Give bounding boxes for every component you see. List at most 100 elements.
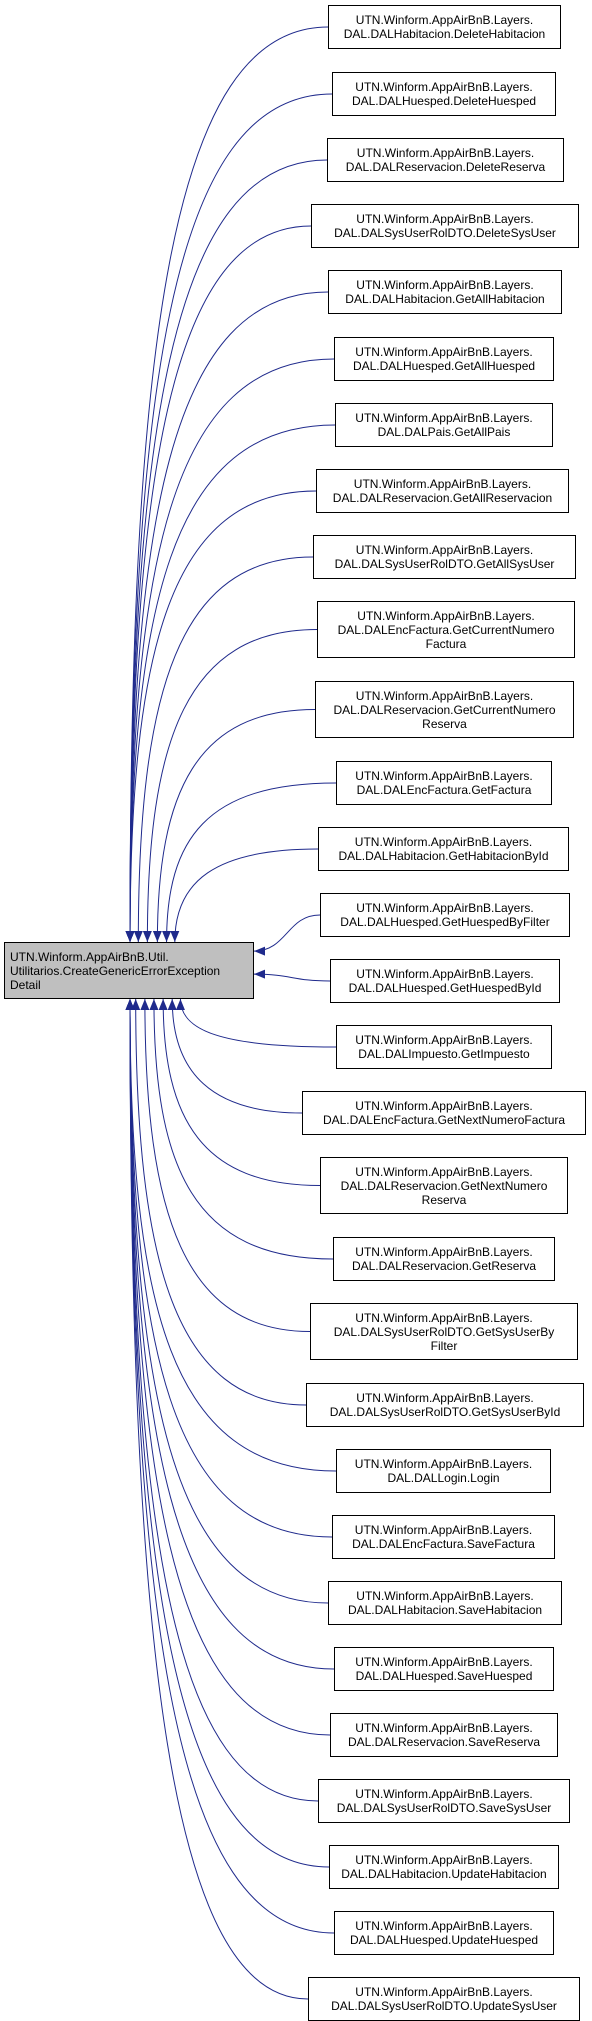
arrowhead-icon (140, 999, 150, 1010)
caller-node-line: DAL.DALHabitacion.UpdateHabitacion (341, 1867, 547, 1881)
arrowhead-icon (125, 999, 135, 1010)
caller-node[interactable]: UTN.Winform.AppAirBnB.Layers.DAL.DALHues… (320, 893, 570, 937)
caller-node[interactable]: UTN.Winform.AppAirBnB.Layers.DAL.DALHabi… (318, 827, 569, 871)
caller-node[interactable]: UTN.Winform.AppAirBnB.Layers.DAL.DALHabi… (328, 5, 561, 49)
caller-node-line: DAL.DALHuesped.SaveHuesped (355, 1669, 533, 1683)
caller-node-line: UTN.Winform.AppAirBnB.Layers. (355, 1787, 533, 1801)
caller-node-line: UTN.Winform.AppAirBnB.Layers. (356, 212, 534, 226)
caller-node-line: DAL.DALSysUserRolDTO.GetSysUserById (329, 1405, 561, 1419)
arrowhead-icon (133, 931, 143, 942)
caller-node[interactable]: UTN.Winform.AppAirBnB.Layers.DAL.DALRese… (315, 681, 574, 738)
caller-node-line: Reserva (421, 1192, 467, 1207)
caller-node-line: UTN.Winform.AppAirBnB.Layers. (355, 1164, 533, 1179)
arrowhead-icon (142, 931, 152, 942)
call-edge (129, 291, 329, 943)
caller-node[interactable]: UTN.Winform.AppAirBnB.Layers.DAL.DALHues… (334, 1911, 554, 1955)
caller-node[interactable]: UTN.Winform.AppAirBnB.Layers.DAL.DALHues… (334, 1647, 554, 1691)
caller-node-line: DAL.DALEncFactura.GetCurrentNumero (337, 622, 555, 637)
call-edge (144, 998, 311, 1332)
center-node-line-3: Detail (10, 977, 41, 992)
caller-node[interactable]: UTN.Winform.AppAirBnB.Layers.DAL.DALHues… (330, 959, 560, 1003)
call-edge (129, 998, 337, 1472)
caller-node-line: DAL.DALReservacion.DeleteReserva (345, 160, 546, 174)
caller-node-line: UTN.Winform.AppAirBnB.Layers. (355, 1985, 533, 1999)
caller-node[interactable]: UTN.Winform.AppAirBnB.Layers.DAL.DALRese… (316, 469, 569, 513)
caller-node[interactable]: UTN.Winform.AppAirBnB.Layers.DAL.DALPais… (335, 403, 553, 447)
caller-node-line: DAL.DALReservacion.GetReserva (351, 1259, 537, 1273)
caller-node-line: DAL.DALHabitacion.GetHabitacionById (338, 849, 549, 863)
caller-node[interactable]: UTN.Winform.AppAirBnB.Layers.DAL.DALRese… (320, 1157, 568, 1214)
caller-node-line: DAL.DALEncFactura.SaveFactura (352, 1537, 535, 1551)
caller-node[interactable]: UTN.Winform.AppAirBnB.Layers.DAL.DALSysU… (308, 1977, 580, 2021)
call-edge (129, 998, 309, 2000)
arrowhead-icon (167, 999, 177, 1010)
caller-node[interactable]: UTN.Winform.AppAirBnB.Layers.DAL.DALEncF… (332, 1515, 555, 1559)
call-edge (171, 998, 303, 1114)
caller-node-line: UTN.Winform.AppAirBnB.Layers. (355, 543, 534, 557)
caller-node[interactable]: UTN.Winform.AppAirBnB.Layers.DAL.DALRese… (330, 1713, 558, 1757)
call-edge (166, 782, 337, 943)
caller-node-line: Reserva (422, 716, 467, 731)
caller-node-line: UTN.Winform.AppAirBnB.Layers. (355, 1245, 533, 1259)
caller-node[interactable]: UTN.Winform.AppAirBnB.Layers.DAL.DALLogi… (336, 1449, 551, 1493)
caller-node-line: DAL.DALHuesped.DeleteHuesped (351, 94, 537, 108)
caller-node-line: UTN.Winform.AppAirBnB.Layers. (354, 835, 533, 849)
center-node[interactable]: UTN.Winform.AppAirBnB.Util. Utilitarios.… (4, 942, 254, 999)
caller-node-line: UTN.Winform.AppAirBnB.Layers. (354, 1523, 533, 1537)
caller-node-line: DAL.DALReservacion.GetCurrentNumero (333, 702, 556, 717)
caller-node-line: UTN.Winform.AppAirBnB.Layers. (356, 1391, 534, 1405)
arrowhead-icon (125, 931, 135, 942)
caller-node[interactable]: UTN.Winform.AppAirBnB.Layers.DAL.DALSysU… (310, 1303, 578, 1360)
caller-node[interactable]: UTN.Winform.AppAirBnB.Layers.DAL.DALEncF… (336, 761, 552, 805)
caller-node-line: DAL.DALHuesped.GetHuespedByFilter (340, 915, 550, 929)
caller-node-line: UTN.Winform.AppAirBnB.Layers. (357, 608, 535, 623)
caller-node-line: DAL.DALSysUserRolDTO.GetSysUserBy (333, 1324, 555, 1339)
call-edge (129, 998, 331, 1736)
caller-node[interactable]: UTN.Winform.AppAirBnB.Layers.DAL.DALImpu… (336, 1025, 552, 1069)
caller-node-line: DAL.DALReservacion.SaveReserva (347, 1735, 541, 1749)
arrowhead-icon (158, 999, 168, 1010)
caller-node[interactable]: UTN.Winform.AppAirBnB.Layers.DAL.DALSysU… (318, 1779, 570, 1823)
arrowhead-icon (254, 946, 265, 956)
caller-node-line: DAL.DALEncFactura.GetFactura (356, 783, 532, 797)
caller-node-line: DAL.DALReservacion.GetAllReservacion (332, 491, 553, 505)
caller-node-line: UTN.Winform.AppAirBnB.Layers. (355, 345, 533, 359)
caller-node[interactable]: UTN.Winform.AppAirBnB.Layers.DAL.DALSysU… (311, 204, 579, 248)
call-edge (146, 629, 318, 943)
caller-node-line: UTN.Winform.AppAirBnB.Layers. (356, 278, 534, 292)
call-edge (129, 93, 333, 943)
arrowhead-icon (149, 999, 159, 1010)
caller-node[interactable]: UTN.Winform.AppAirBnB.Layers.DAL.DALRese… (327, 138, 564, 182)
caller-node[interactable]: UTN.Winform.AppAirBnB.Layers.DAL.DALEncF… (317, 601, 575, 658)
caller-node-line: UTN.Winform.AppAirBnB.Layers. (355, 1033, 533, 1047)
caller-node-line: DAL.DALHuesped.UpdateHuesped (349, 1933, 539, 1947)
call-edge (129, 358, 335, 943)
caller-node[interactable]: UTN.Winform.AppAirBnB.Layers.DAL.DALHues… (334, 337, 554, 381)
call-edge (174, 848, 319, 943)
caller-node[interactable]: UTN.Winform.AppAirBnB.Layers.DAL.DALHabi… (328, 270, 562, 314)
caller-node[interactable]: UTN.Winform.AppAirBnB.Layers.DAL.DALHues… (332, 72, 556, 116)
call-edge (153, 998, 334, 1260)
caller-node-line: DAL.DALSysUserRolDTO.GetAllSysUser (334, 557, 555, 571)
caller-node-line: UTN.Winform.AppAirBnB.Layers. (356, 901, 534, 915)
call-edge (253, 914, 321, 952)
center-node-line-1: UTN.Winform.AppAirBnB.Util. (10, 949, 169, 964)
caller-node-line: DAL.DALHabitacion.GetAllHabitacion (345, 292, 545, 306)
caller-node-line: UTN.Winform.AppAirBnB.Layers. (355, 13, 534, 27)
caller-node[interactable]: UTN.Winform.AppAirBnB.Layers.DAL.DALRese… (333, 1237, 555, 1281)
caller-node[interactable]: UTN.Winform.AppAirBnB.Layers.DAL.DALSysU… (313, 535, 576, 579)
caller-node-line: UTN.Winform.AppAirBnB.Layers. (355, 1099, 533, 1113)
arrowhead-icon (131, 999, 141, 1010)
call-edge (137, 556, 314, 943)
caller-node-line: UTN.Winform.AppAirBnB.Layers. (355, 411, 533, 425)
caller-node-line: DAL.DALHuesped.GetAllHuesped (352, 359, 536, 373)
arrowhead-icon (170, 931, 180, 942)
caller-node[interactable]: UTN.Winform.AppAirBnB.Layers.DAL.DALHabi… (329, 1845, 559, 1889)
caller-node[interactable]: UTN.Winform.AppAirBnB.Layers.DAL.DALSysU… (306, 1383, 584, 1427)
caller-node-line: DAL.DALLogin.Login (387, 1471, 500, 1485)
caller-node[interactable]: UTN.Winform.AppAirBnB.Layers.DAL.DALEncF… (302, 1091, 586, 1135)
caller-node[interactable]: UTN.Winform.AppAirBnB.Layers.DAL.DALHabi… (328, 1581, 562, 1625)
caller-node-line: UTN.Winform.AppAirBnB.Layers. (355, 1721, 533, 1735)
arrowhead-icon (254, 969, 265, 979)
call-edge (129, 998, 333, 1538)
